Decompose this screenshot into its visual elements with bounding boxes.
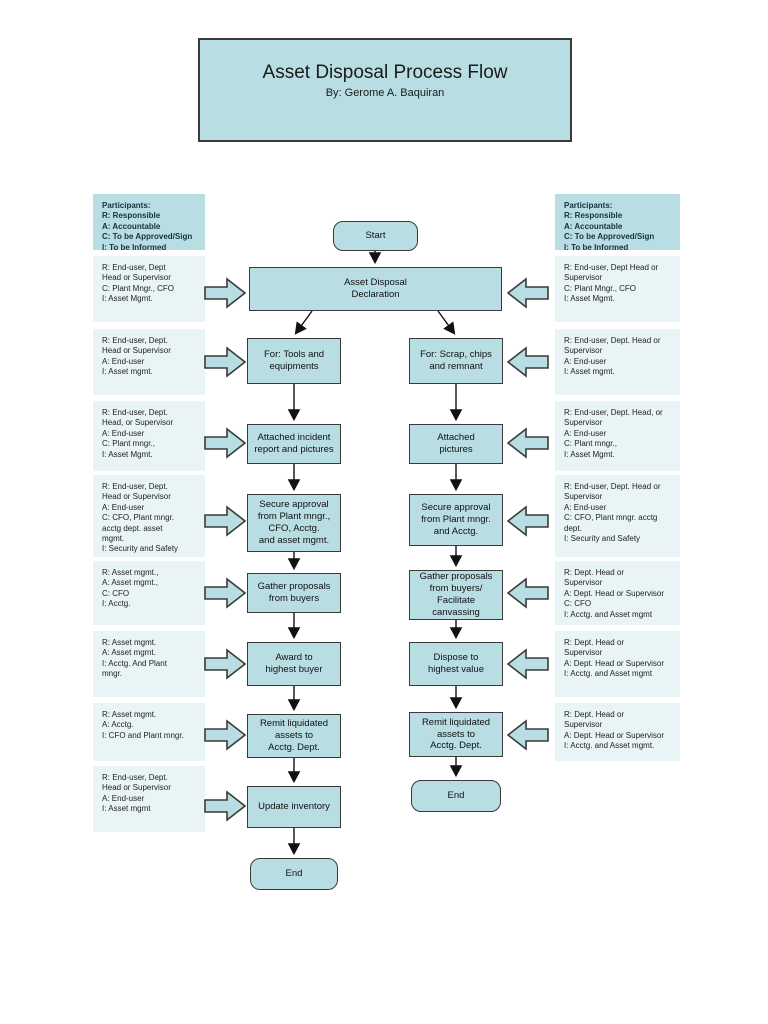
page-title: Asset Disposal Process Flow <box>262 62 508 83</box>
pointer-arrow-right-icon <box>204 277 246 309</box>
pointer-arrow-right-icon <box>204 648 246 680</box>
pointer-arrow-right-icon <box>204 577 246 609</box>
raci-note-left-6: R: Asset mgmt. A: Asset mgmt. I: Acctg. … <box>93 631 205 697</box>
flow-left-award-node: Award to highest buyer <box>247 642 341 686</box>
flow-left-remit-node: Remit liquidated assets to Acctg. Dept. <box>247 714 341 758</box>
flow-right-dispose-node: Dispose to highest value <box>409 642 503 686</box>
flow-declaration-node: Asset Disposal Declaration <box>249 267 502 311</box>
raci-note-left-5: R: Asset mgmt., A: Asset mgmt., C: CFO I… <box>93 561 205 625</box>
raci-note-left-8: R: End-user, Dept. Head or Supervisor A:… <box>93 766 205 832</box>
raci-note-right-3: R: End-user, Dept. Head, or Supervisor A… <box>555 401 680 471</box>
flow-left-incident-node: Attached incident report and pictures <box>247 424 341 464</box>
raci-note-left-7: R: Asset mgmt. A: Acctg. I: CFO and Plan… <box>93 703 205 761</box>
raci-note-right-5: R: Dept. Head or Supervisor A: Dept. Hea… <box>555 561 680 625</box>
pointer-arrow-right-icon <box>204 505 246 537</box>
raci-note-left-4: R: End-user, Dept. Head or Supervisor A:… <box>93 475 205 557</box>
flow-right-pictures-node: Attached pictures <box>409 424 503 464</box>
pointer-arrow-left-icon <box>507 648 549 680</box>
connector <box>294 310 313 335</box>
raci-note-right-6: R: Dept. Head or Supervisor A: Dept. Hea… <box>555 631 680 697</box>
flow-left-gather-node: Gather proposals from buyers <box>247 573 341 613</box>
raci-note-left-3: R: End-user, Dept. Head, or Supervisor A… <box>93 401 205 471</box>
pointer-arrow-left-icon <box>507 346 549 378</box>
flow-left-approval-node: Secure approval from Plant mngr., CFO, A… <box>247 494 341 552</box>
raci-note-right-7: R: Dept. Head or Supervisor A: Dept. Hea… <box>555 703 680 761</box>
flow-left-end-node: End <box>250 858 338 890</box>
flow-right-scrap-node: For: Scrap, chips and remnant <box>409 338 503 384</box>
raci-note-right-4: R: End-user, Dept. Head or Supervisor A:… <box>555 475 680 557</box>
page-byline: By: Gerome A. Baquiran <box>325 87 445 99</box>
participants-legend-right: Participants: R: Responsible A: Accounta… <box>555 194 680 252</box>
participants-legend-left: Participants: R: Responsible A: Accounta… <box>93 194 205 252</box>
flow-right-remit-node: Remit liquidated assets to Acctg. Dept. <box>409 712 503 757</box>
pointer-arrow-right-icon <box>204 427 246 459</box>
raci-note-left-2: R: End-user, Dept. Head or Supervisor A:… <box>93 329 205 395</box>
connector <box>437 310 456 335</box>
raci-note-left-1: R: End-user, Dept Head or Supervisor C: … <box>93 256 205 322</box>
pointer-arrow-right-icon <box>204 719 246 751</box>
flow-left-update-node: Update inventory <box>247 786 341 828</box>
pointer-arrow-left-icon <box>507 719 549 751</box>
pointer-arrow-left-icon <box>507 577 549 609</box>
pointer-arrow-left-icon <box>507 505 549 537</box>
flow-start-node: Start <box>333 221 418 251</box>
pointer-arrow-left-icon <box>507 427 549 459</box>
raci-note-right-2: R: End-user, Dept. Head or Supervisor A:… <box>555 329 680 395</box>
flow-left-tools-node: For: Tools and equipments <box>247 338 341 384</box>
flow-right-gather-node: Gather proposals from buyers/ Facilitate… <box>409 570 503 620</box>
flow-right-approval-node: Secure approval from Plant mngr. and Acc… <box>409 494 503 546</box>
raci-note-right-1: R: End-user, Dept Head or Supervisor C: … <box>555 256 680 322</box>
pointer-arrow-right-icon <box>204 346 246 378</box>
pointer-arrow-right-icon <box>204 790 246 822</box>
flow-right-end-node: End <box>411 780 501 812</box>
pointer-arrow-left-icon <box>507 277 549 309</box>
title-box: Asset Disposal Process Flow By: Gerome A… <box>198 38 572 142</box>
